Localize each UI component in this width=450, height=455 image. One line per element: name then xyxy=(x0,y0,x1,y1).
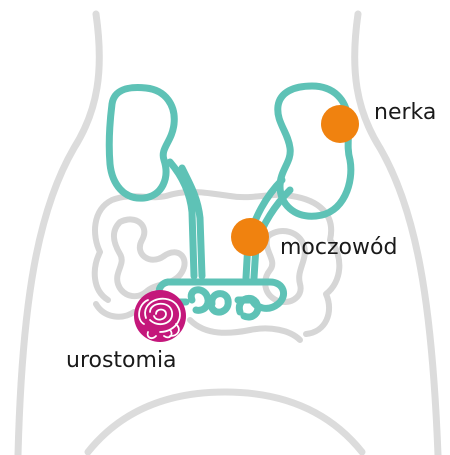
kidney-marker xyxy=(321,105,359,143)
ureter-marker xyxy=(231,218,269,256)
left-kidney xyxy=(109,88,174,199)
stoma-icon xyxy=(134,290,186,342)
conduit-coil-2 xyxy=(212,294,228,313)
kidney-label: nerka xyxy=(374,102,436,124)
ureter-label: moczowód xyxy=(280,237,397,259)
stoma-label: urostomia xyxy=(66,350,177,372)
pelvis-curve xyxy=(88,392,362,452)
stoma-circle xyxy=(134,290,186,342)
conduit-coil-1 xyxy=(191,290,208,311)
conduit-coil-3 xyxy=(239,298,258,317)
torso-left-side xyxy=(18,14,99,455)
